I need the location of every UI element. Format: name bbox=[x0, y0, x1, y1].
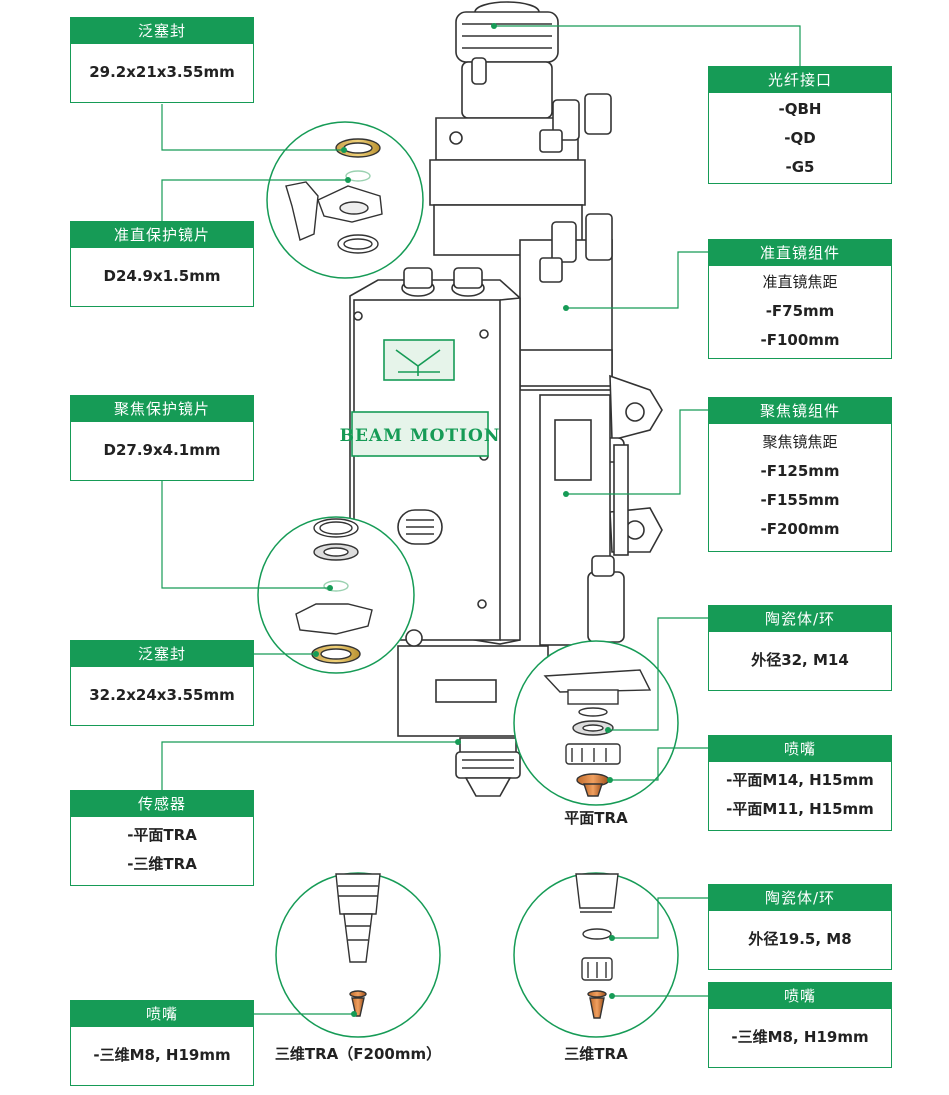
detail-3d-parts bbox=[575, 873, 619, 1019]
callout-line: -三维M8, H19mm bbox=[731, 1028, 869, 1046]
leader-lines bbox=[161, 25, 801, 1015]
callout-title: 准直镜组件 bbox=[709, 240, 891, 266]
callout-line: -QD bbox=[784, 129, 816, 147]
callout-line: -平面TRA bbox=[127, 826, 197, 844]
detail-3d-f200-parts bbox=[335, 873, 381, 1017]
caption-3d-tra-f200: 三维TRA（F200mm） bbox=[274, 1045, 442, 1063]
callout-collimator-protective-lens: 准直保护镜片 D24.9x1.5mm bbox=[70, 221, 254, 307]
callout-nozzle-left: 喷嘴 -三维M8, H19mm bbox=[70, 1000, 254, 1086]
callout-title: 喷嘴 bbox=[71, 1001, 253, 1027]
callout-title: 陶瓷体/环 bbox=[709, 606, 891, 632]
callout-line: -F125mm bbox=[760, 462, 840, 480]
callout-line: -三维TRA bbox=[127, 855, 197, 873]
callout-line: 32.2x24x3.55mm bbox=[89, 686, 235, 704]
callout-line: -G5 bbox=[785, 158, 815, 176]
callout-line: -F200mm bbox=[760, 520, 840, 538]
callout-line: D24.9x1.5mm bbox=[103, 267, 221, 285]
callout-line: 29.2x21x3.55mm bbox=[89, 63, 235, 81]
callout-line: -F155mm bbox=[760, 491, 840, 509]
callout-seal-top: 泛塞封 29.2x21x3.55mm bbox=[70, 17, 254, 103]
callout-line: -三维M8, H19mm bbox=[93, 1046, 231, 1064]
detail-mid-parts bbox=[295, 518, 373, 664]
callout-nozzle-2: 喷嘴 -三维M8, H19mm bbox=[708, 982, 892, 1068]
callout-ceramic-ring-2: 陶瓷体/环 外径19.5, M8 bbox=[708, 884, 892, 970]
leader-dots bbox=[313, 23, 615, 1017]
callout-line: -F100mm bbox=[760, 331, 840, 349]
callout-title: 陶瓷体/环 bbox=[709, 885, 891, 911]
detail-top-parts bbox=[285, 138, 383, 254]
callout-title: 喷嘴 bbox=[709, 983, 891, 1009]
callout-sensor: 传感器 -平面TRA -三维TRA bbox=[70, 790, 254, 886]
detail-circle-mid bbox=[257, 516, 415, 674]
callout-line: -F75mm bbox=[765, 302, 835, 320]
callout-focus-assembly: 聚焦镜组件 聚焦镜焦距 -F125mm -F155mm -F200mm bbox=[708, 397, 892, 552]
callout-title: 光纤接口 bbox=[709, 67, 891, 93]
caption-3d-tra: 三维TRA bbox=[564, 1045, 628, 1063]
callout-title: 聚焦镜组件 bbox=[709, 398, 891, 424]
brand-text: BEAM MOTION bbox=[340, 426, 501, 446]
detail-flat-tra-parts bbox=[543, 669, 652, 797]
callout-collimator-assembly: 准直镜组件 准直镜焦距 -F75mm -F100mm bbox=[708, 239, 892, 359]
callout-ceramic-ring-1: 陶瓷体/环 外径32, M14 bbox=[708, 605, 892, 691]
callout-fiber-interface: 光纤接口 -QBH -QD -G5 bbox=[708, 66, 892, 184]
callout-focus-protective-lens: 聚焦保护镜片 D27.9x4.1mm bbox=[70, 395, 254, 481]
callout-title: 泛塞封 bbox=[71, 18, 253, 44]
callout-line: -QBH bbox=[778, 100, 822, 118]
callout-title: 准直保护镜片 bbox=[71, 222, 253, 248]
callout-line: 外径32, M14 bbox=[751, 651, 849, 669]
callout-seal-bottom: 泛塞封 32.2x24x3.55mm bbox=[70, 640, 254, 726]
callout-title: 传感器 bbox=[71, 791, 253, 817]
callout-line: -平面M14, H15mm bbox=[726, 771, 874, 789]
callout-line: 聚焦镜焦距 bbox=[762, 433, 838, 451]
callout-title: 聚焦保护镜片 bbox=[71, 396, 253, 422]
callout-line: 外径19.5, M8 bbox=[748, 930, 852, 948]
callout-nozzle-1: 喷嘴 -平面M14, H15mm -平面M11, H15mm bbox=[708, 735, 892, 831]
callout-title: 喷嘴 bbox=[709, 736, 891, 762]
caption-flat-tra: 平面TRA bbox=[564, 809, 628, 827]
callout-line: D27.9x4.1mm bbox=[103, 441, 221, 459]
callout-line: 准直镜焦距 bbox=[762, 273, 838, 291]
callout-title: 泛塞封 bbox=[71, 641, 253, 667]
callout-line: -平面M11, H15mm bbox=[726, 800, 874, 818]
